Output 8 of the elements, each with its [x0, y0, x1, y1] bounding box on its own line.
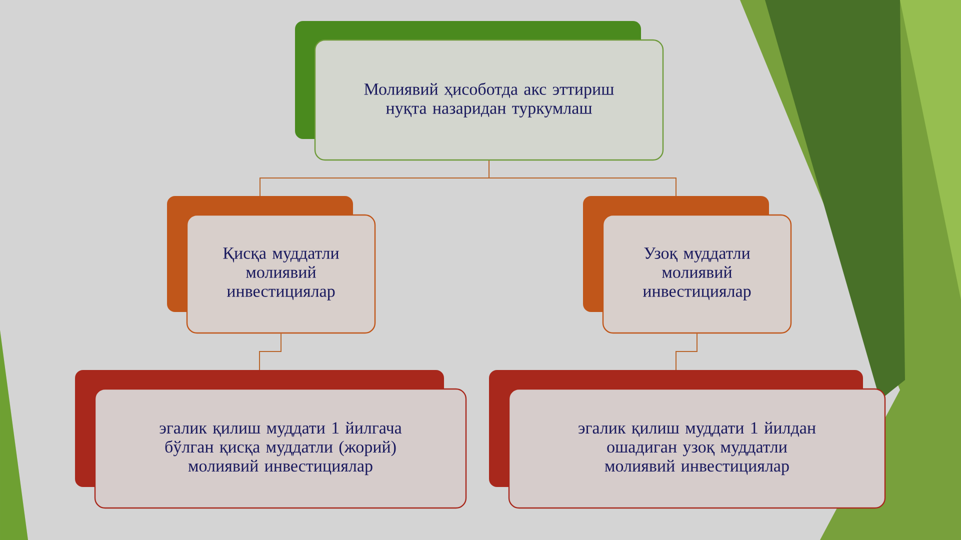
connector-line: [259, 333, 282, 370]
process-box: эгалик қилиш муддати 1 йилдан ошадиган узоқ муддатли молиявий инвестициялар: [489, 370, 886, 509]
process-box: Молиявий ҳисоботда акс эттириш нуқта назаридан туркумлаш: [295, 21, 664, 161]
process-box: Қисқа муддатли молиявий инвестициялар: [167, 196, 376, 334]
process-box: эгалик қилиш муддати 1 йилгача бўлган қисқа муддатли (жорий) молиявий инвестициялар: [75, 370, 467, 509]
connector-line: [488, 160, 676, 196]
connector-line: [676, 333, 698, 370]
process-box: Узоқ муддатли молиявий инвестициялар: [583, 196, 792, 334]
